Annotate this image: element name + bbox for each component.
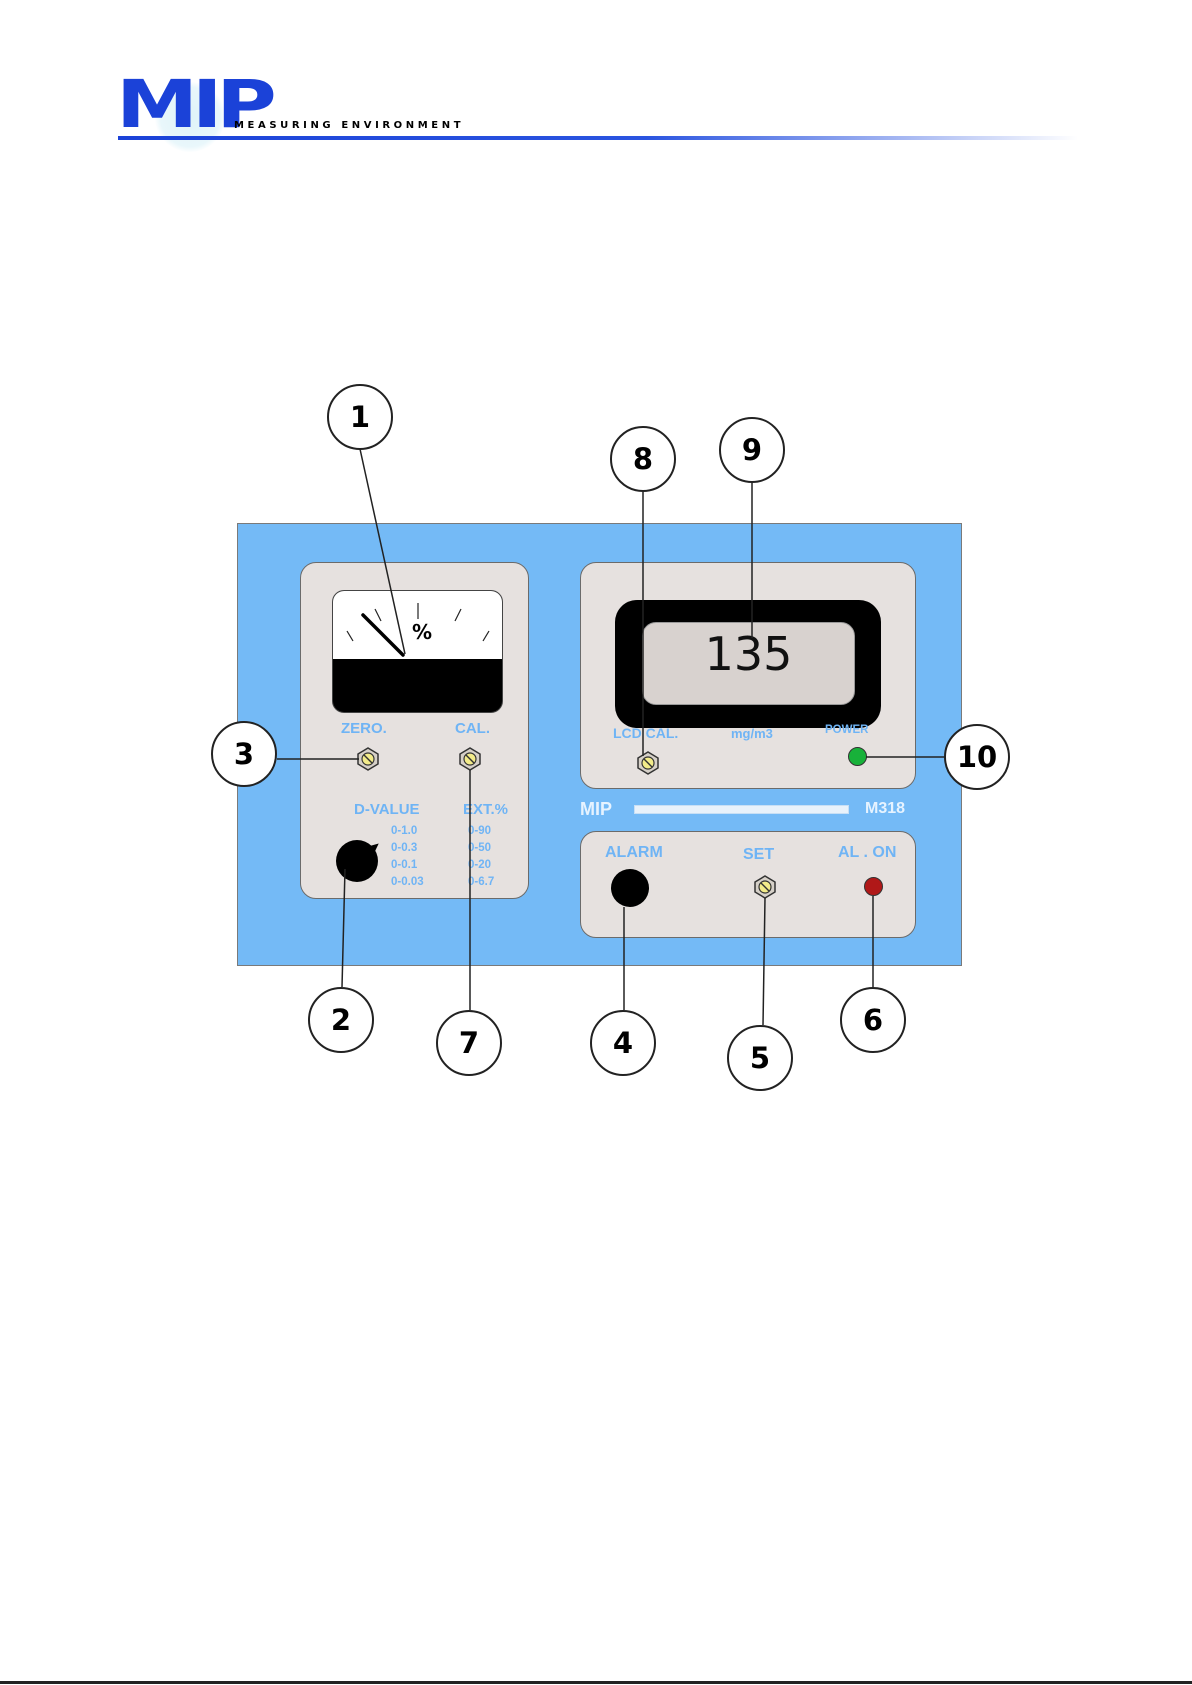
logo-tagline: MEASURING ENVIRONMENT <box>234 121 464 131</box>
dvalue-range: 0-1.0 <box>391 823 424 840</box>
alarm-on-led <box>864 877 883 896</box>
analog-meter <box>332 590 503 713</box>
unit-label: mg/m3 <box>731 727 773 740</box>
lcd-cal-label: LCD CAL. <box>613 726 678 740</box>
dvalue-range-list: 0-1.0 0-0.3 0-0.1 0-0.03 <box>391 823 424 891</box>
footer-rule <box>0 1681 1192 1684</box>
callout-7: 7 <box>436 1010 502 1076</box>
dvalue-label: D-VALUE <box>354 802 420 817</box>
callout-2: 2 <box>308 987 374 1053</box>
callout-8: 8 <box>610 426 676 492</box>
meter-unit-label: % <box>412 622 432 642</box>
model-strip <box>634 805 849 814</box>
meter-tick <box>483 631 489 641</box>
brand-label: MIP <box>580 800 612 818</box>
cal-label: CAL. <box>455 721 490 736</box>
meter-tick <box>455 609 461 621</box>
model-label: M318 <box>865 801 905 817</box>
ext-range: 0-50 <box>468 840 494 857</box>
lcd-reading: 135 <box>642 631 855 677</box>
ext-label: EXT.% <box>463 802 508 817</box>
header-rule <box>118 136 1078 140</box>
ext-range: 0-20 <box>468 857 494 874</box>
callout-6: 6 <box>840 987 906 1053</box>
callout-9: 9 <box>719 417 785 483</box>
dvalue-range: 0-0.3 <box>391 840 424 857</box>
dvalue-range: 0-0.1 <box>391 857 424 874</box>
callout-5: 5 <box>727 1025 793 1091</box>
meter-tick <box>375 609 381 621</box>
power-led <box>848 747 867 766</box>
al-on-label: AL . ON <box>838 845 896 861</box>
alarm-knob[interactable] <box>611 869 649 907</box>
power-label: POWER <box>825 725 868 737</box>
callout-3: 3 <box>211 721 277 787</box>
meter-tick <box>347 631 353 641</box>
meter-needle <box>363 615 403 655</box>
dvalue-range: 0-0.03 <box>391 874 424 891</box>
ext-range: 0-90 <box>468 823 494 840</box>
zero-label: ZERO. <box>341 721 387 736</box>
callout-10: 10 <box>944 724 1010 790</box>
alarm-label: ALARM <box>605 845 663 861</box>
ext-range: 0-6.7 <box>468 874 494 891</box>
ext-range-list: 0-90 0-50 0-20 0-6.7 <box>468 823 494 891</box>
callout-1: 1 <box>327 384 393 450</box>
callout-4: 4 <box>590 1010 656 1076</box>
set-label: SET <box>743 847 774 863</box>
